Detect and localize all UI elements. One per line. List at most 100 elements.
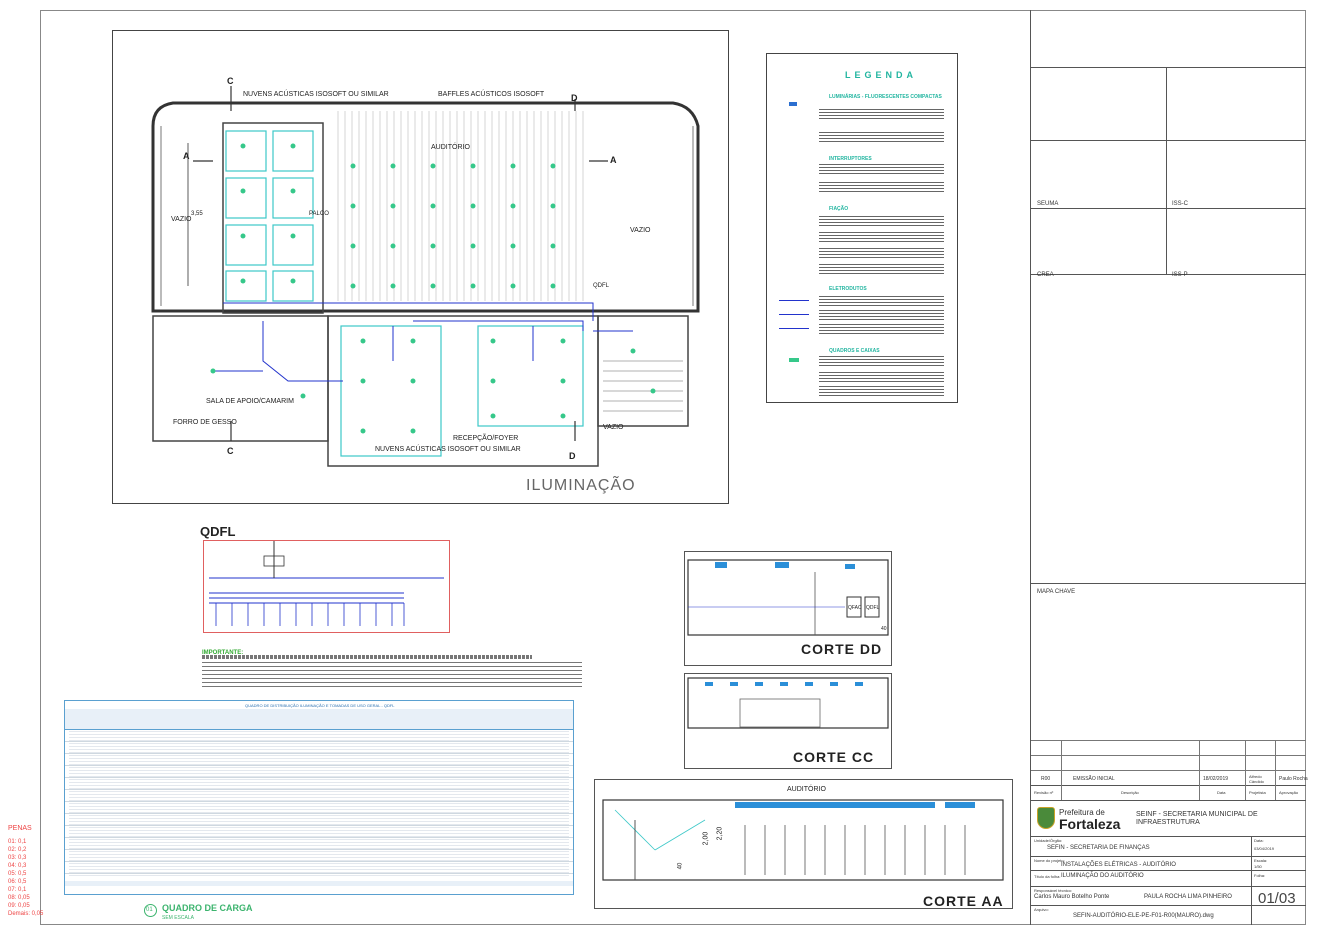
agency-name: SEINF - SECRETARIA MUNICIPAL DE INFRAEST… <box>1136 811 1258 826</box>
label-acoustic-clouds-bottom: NUVENS ACÚSTICAS ISOSOFT OU SIMILAR <box>375 446 521 453</box>
rev-designer: Alfredo Cândido <box>1249 774 1264 784</box>
section-aa-dim-220: 2,20 <box>716 826 724 841</box>
legend-section-quadros: QUADROS E CAIXAS <box>829 348 880 354</box>
legend-section-luminarias: LUMINÁRIAS - FLUORESCENTES COMPACTAS <box>829 94 942 100</box>
label-dim-355: 3,55 <box>191 211 203 217</box>
seuma-label: SEUMA <box>1037 201 1059 207</box>
section-mark-c-top: C <box>227 76 234 86</box>
section-dd-title: CORTE DD <box>801 641 883 657</box>
section-aa-dim-40: 40 <box>677 862 684 870</box>
crea-label: CREA <box>1037 272 1054 278</box>
pen-09: 09: 0,05 <box>8 903 30 909</box>
unit-value: SEFIN - SECRETARIA DE FINANÇAS <box>1047 845 1150 851</box>
date-value: 03/04/2019 <box>1254 846 1275 851</box>
legend-symbol-luminaire <box>789 102 797 106</box>
lighting-plan-frame: NUVENS ACÚSTICAS ISOSOFT OU SIMILAR BAFF… <box>112 30 729 504</box>
label-forro: FORRO DE GESSO <box>173 419 237 426</box>
table-footer-caption: QUADRO DE CARGA <box>162 903 253 913</box>
pen-05: 05: 0,5 <box>8 871 27 877</box>
title-block: SEUMA ISS-C CREA ISS-P MAPA CHAVE R00 EM… <box>1030 10 1308 925</box>
pen-02: 02: 0,2 <box>8 847 27 853</box>
pen-06: 06: 0,5 <box>8 879 27 885</box>
pen-07: 07: 0,1 <box>8 887 27 893</box>
section-mark-c-bottom: C <box>227 446 234 456</box>
load-table-title: QUADRO DE DISTRIBUIÇÃO ILUMINAÇÃO E TOMA… <box>245 703 395 708</box>
section-dd-qdfl: QDFL <box>866 605 880 611</box>
label-acoustic-clouds-top: NUVENS ACÚSTICAS ISOSOFT OU SIMILAR <box>243 91 389 98</box>
plan-title: ILUMINAÇÃO <box>526 477 636 494</box>
responsible-label: Responsável técnico: <box>1034 888 1073 893</box>
crea-value: ISS-P <box>1172 272 1188 278</box>
pen-demais: Demais: 0,05 <box>8 911 44 917</box>
project-value: INSTALAÇÕES ELÉTRICAS - AUDITÓRIO <box>1061 862 1176 868</box>
table-footer-number: 01 <box>146 907 153 913</box>
sheet-value: 01/03 <box>1258 890 1296 907</box>
section-mark-d-bottom: D <box>569 451 576 461</box>
label-vazio-left: VAZIO <box>171 216 192 223</box>
mapa-chave-label: MAPA CHAVE <box>1037 589 1076 595</box>
legend-panel: LEGENDA LUMINÁRIAS - FLUORESCENTES COMPA… <box>766 53 958 403</box>
section-mark-d-top: D <box>571 93 578 103</box>
pen-08: 08: 0,05 <box>8 895 30 901</box>
sheet-title-value: ILUMINAÇÃO DO AUDITÓRIO <box>1061 873 1144 879</box>
load-table: QUADRO DE DISTRIBUIÇÃO ILUMINAÇÃO E TOMA… <box>64 700 574 895</box>
legend-section-fiacao: FIAÇÃO <box>829 206 849 212</box>
label-sala-apoio: SALA DE APOIO/CAMARIM <box>206 398 294 405</box>
date-label: Data: <box>1254 838 1264 843</box>
section-cc-title: CORTE CC <box>793 749 875 765</box>
table-footer-sub: SEM ESCALA <box>162 915 194 921</box>
rev-header-approver: Aprovação <box>1279 790 1299 795</box>
section-dd-frame: QFAC QDFL 40 CORTE DD <box>684 551 892 666</box>
legend-section-eletrodutos: ELETRODUTOS <box>829 286 867 292</box>
legend-section-interruptores: INTERRUPTORES <box>829 156 872 162</box>
qdfl-diagram <box>203 540 450 633</box>
section-aa-heading: AUDITÓRIO <box>787 786 826 793</box>
pen-04: 04: 0,3 <box>8 863 27 869</box>
rev-header-number: Revisão nº <box>1034 790 1054 795</box>
pens-title: PENAS <box>8 825 32 832</box>
rev-approver: Paulo Rocha <box>1279 776 1308 782</box>
sheet-title-label: Título da folha: <box>1034 874 1061 879</box>
project-label: Nome do projeto: <box>1034 858 1065 863</box>
logo-line2: Fortaleza <box>1059 816 1121 832</box>
section-dd-qfac: QFAC <box>848 605 862 611</box>
section-mark-a-right: A <box>610 155 617 165</box>
floor-plan-drawing <box>151 86 700 467</box>
label-auditorio: AUDITÓRIO <box>431 144 470 151</box>
unit-label: Unidade/Órgão: <box>1034 838 1063 843</box>
label-vazio-right: VAZIO <box>630 227 651 234</box>
qdfl-wiring <box>209 541 444 626</box>
section-aa-frame: AUDITÓRIO 2,00 2,20 40 CORTE AA <box>594 779 1013 909</box>
responsible-value: Carlos Mauro Botelho Ponte <box>1034 894 1110 900</box>
section-mark-a-left: A <box>183 151 190 161</box>
section-aa-dim-200: 2,00 <box>702 831 710 846</box>
file-label: Arquivo: <box>1034 907 1049 912</box>
file-value: SEFIN-AUDITÓRIO-ELE-PE-F01-R00(MAURO).dw… <box>1073 913 1214 919</box>
scale-label: Escala: <box>1254 858 1268 863</box>
sheet-label: Folha: <box>1254 873 1266 878</box>
logo-line1: Prefeitura de <box>1059 808 1105 817</box>
table-footer-number-badge <box>144 904 157 917</box>
rev-header-description: Descrição <box>1121 790 1139 795</box>
rev-header-date: Data <box>1217 790 1226 795</box>
section-dd-dim-40: 40 <box>881 626 887 632</box>
label-palco: PALCO <box>309 211 329 217</box>
qdfl-important-label: IMPORTANTE: <box>202 650 244 656</box>
section-cc-frame: CORTE CC <box>684 673 892 769</box>
label-baffles: BAFFLES ACÚSTICOS ISOSOFT <box>438 91 545 98</box>
rev-header-designer: Projetista <box>1249 790 1266 795</box>
label-vazio-bottom: VAZIO <box>603 424 624 431</box>
section-cc-drawing <box>687 677 889 729</box>
pen-01: 01: 0,1 <box>8 839 27 845</box>
seuma-value: ISS-C <box>1172 201 1189 207</box>
rev-date: 18/02/2019 <box>1203 776 1229 782</box>
city-crest-icon <box>1037 807 1055 829</box>
label-recepcao: RECEPÇÃO/FOYER <box>453 435 519 442</box>
label-qdfl-tag: QDFL <box>593 283 610 289</box>
scale-value: 1/50 <box>1254 864 1262 869</box>
section-aa-title: CORTE AA <box>923 893 1004 909</box>
rev-number: R00 <box>1041 776 1051 782</box>
qdfl-title: QDFL <box>200 524 236 539</box>
designer-value: PAULA ROCHA LIMA PINHEIRO <box>1144 894 1232 900</box>
pen-03: 03: 0,3 <box>8 855 27 861</box>
